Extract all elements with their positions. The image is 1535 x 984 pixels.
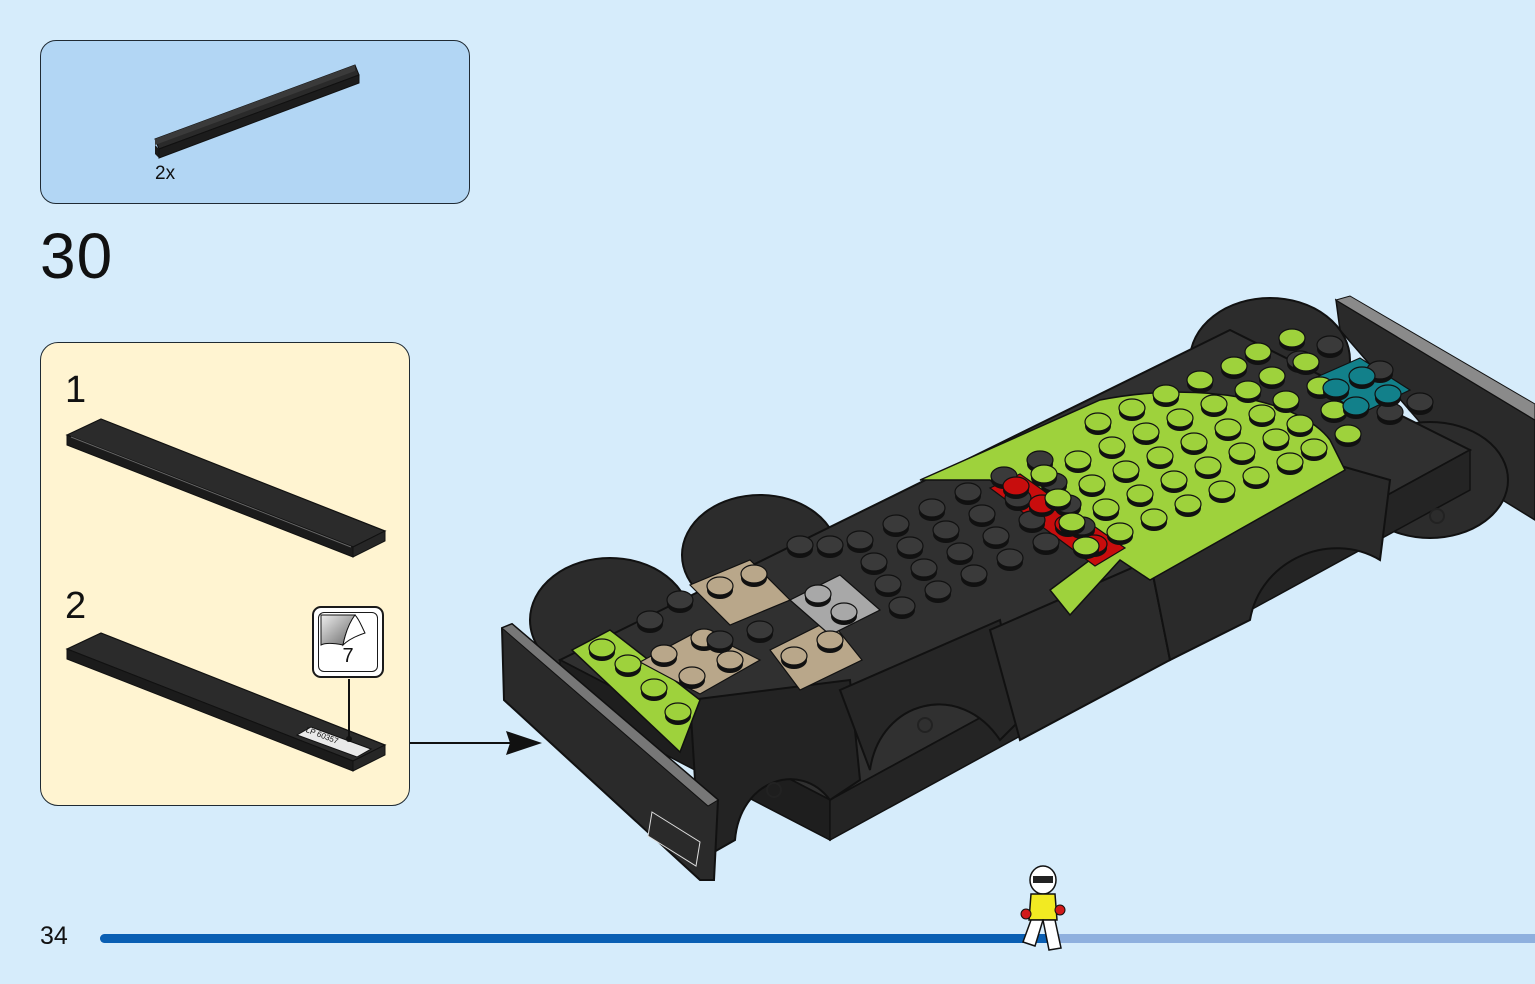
substep-1-number: 1 xyxy=(65,369,87,411)
progress-bar xyxy=(100,934,1535,943)
substep-1-tile xyxy=(65,418,387,558)
substep-2-number: 2 xyxy=(65,585,87,627)
sticker-number: 7 xyxy=(342,645,354,667)
progress-bar-fill xyxy=(100,934,1047,943)
page-number: 34 xyxy=(40,922,68,950)
minifigure-runner-icon xyxy=(1020,865,1066,951)
subassembly-box: 1 2 LP 60357 7 xyxy=(40,342,410,806)
step-number: 30 xyxy=(40,220,114,292)
part-quantity: 2x xyxy=(155,163,176,184)
part-black-tile-1x6 xyxy=(154,64,360,159)
sticker-callout: 7 xyxy=(312,606,384,678)
substep-2-tile-with-sticker xyxy=(65,632,387,772)
parts-list-box: 2x xyxy=(40,40,470,204)
sticker-sheet-icon: 7 xyxy=(318,612,378,672)
